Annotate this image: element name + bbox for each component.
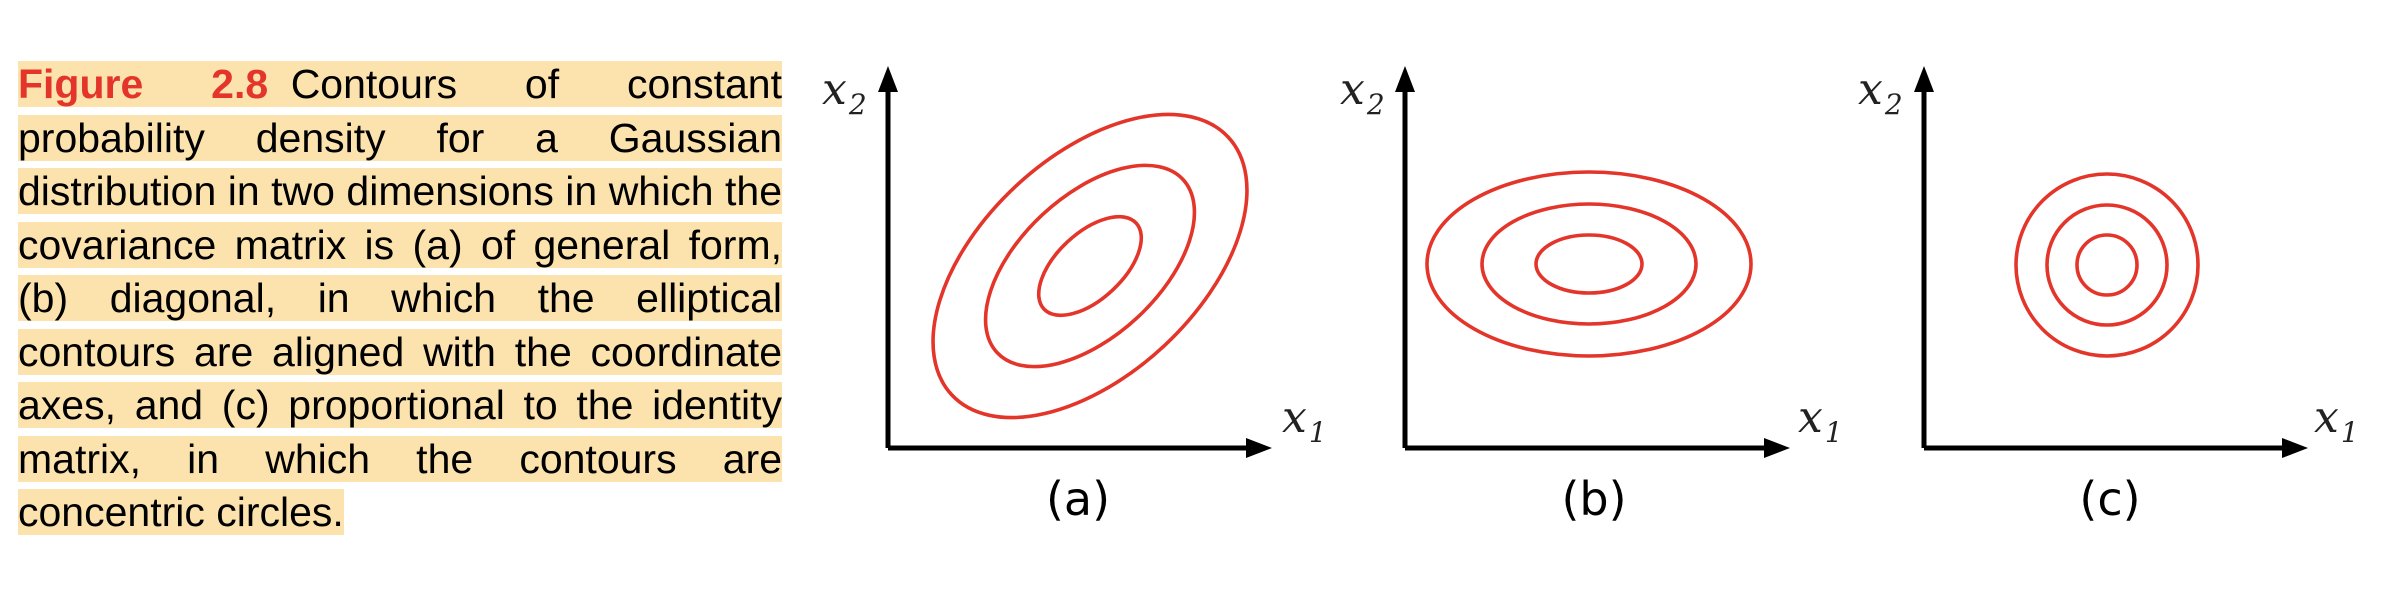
panel-a-contour-inner	[1036, 214, 1144, 318]
panel-a-x-arrow	[1246, 438, 1272, 458]
panel-c-contour-outer	[2014, 172, 2200, 358]
panel-c-y-arrow	[1914, 66, 1934, 92]
panel-c-x-arrow	[2282, 438, 2308, 458]
figure-label: Figure 2.8	[18, 61, 269, 107]
panel-c-x-label: x1	[2314, 392, 2359, 449]
panel-a-x-label: x1	[1282, 392, 1327, 449]
panel-b-caption: (b)	[1561, 472, 1626, 526]
panel-c-contour-inner	[2075, 233, 2139, 297]
caption-text: Contours of constant probability density…	[18, 61, 782, 535]
panel-a-contour-middle	[983, 163, 1197, 369]
panel-b-contour-inner	[1534, 233, 1644, 295]
panel-b-y-arrow	[1395, 66, 1415, 92]
panel-b-x-arrow	[1764, 438, 1790, 458]
panel-c-y-label: x2	[1858, 64, 1903, 121]
panel-b: x1 x2 (b)	[1340, 64, 1843, 526]
panel-a-caption: (a)	[1046, 472, 1110, 526]
panel-b-contour-middle	[1480, 202, 1698, 326]
panel-c: x1 x2 (c)	[1858, 64, 2359, 526]
panel-c-caption: (c)	[2079, 472, 2140, 526]
panel-b-x-label: x1	[1798, 392, 1843, 449]
panel-b-contour-outer	[1425, 170, 1753, 358]
panel-a-y-label: x2	[822, 64, 867, 121]
panel-a-contour-outer	[931, 112, 1249, 420]
panel-b-y-label: x2	[1340, 64, 1385, 121]
panel-a: x1 x2 (a)	[822, 64, 1327, 526]
panel-a-y-arrow	[878, 66, 898, 92]
panel-c-contour-middle	[2045, 203, 2169, 327]
